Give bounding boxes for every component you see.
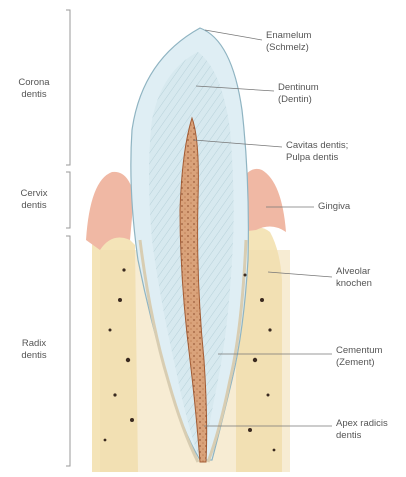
label-cavitas-dentis: Cavitas dentis; Pulpa dentis [286,140,348,164]
label-line: Cavitas dentis; [286,140,348,152]
label-line: dentis [336,430,388,442]
label-line: knochen [336,278,372,290]
region-brackets [66,10,70,466]
label-line: Pulpa dentis [286,152,348,164]
region-label-radix: Radix dentis [6,338,62,362]
label-line: (Zement) [336,357,382,369]
label-dentinum: Dentinum (Dentin) [278,82,319,106]
label-gingiva: Gingiva [318,201,350,213]
region-label-line: Corona [6,77,62,89]
label-line: Apex radicis [336,418,388,430]
region-label-line: Cervix [6,188,62,200]
gingiva-left [86,172,134,250]
label-enamelum: Enamelum (Schmelz) [266,30,311,54]
label-cementum: Cementum (Zement) [336,345,382,369]
region-label-cervix: Cervix dentis [6,188,62,212]
region-label-line: dentis [6,200,62,212]
region-label-line: dentis [6,350,62,362]
label-line: Alveolar [336,266,372,278]
label-line: Gingiva [318,201,350,213]
label-line: Dentinum [278,82,319,94]
region-label-line: dentis [6,89,62,101]
region-label-corona: Corona dentis [6,77,62,101]
label-line: (Schmelz) [266,42,311,54]
label-alveolar-knochen: Alveolar knochen [336,266,372,290]
label-line: Cementum [336,345,382,357]
label-line: (Dentin) [278,94,319,106]
label-line: Enamelum [266,30,311,42]
label-apex-radicis: Apex radicis dentis [336,418,388,442]
region-label-line: Radix [6,338,62,350]
